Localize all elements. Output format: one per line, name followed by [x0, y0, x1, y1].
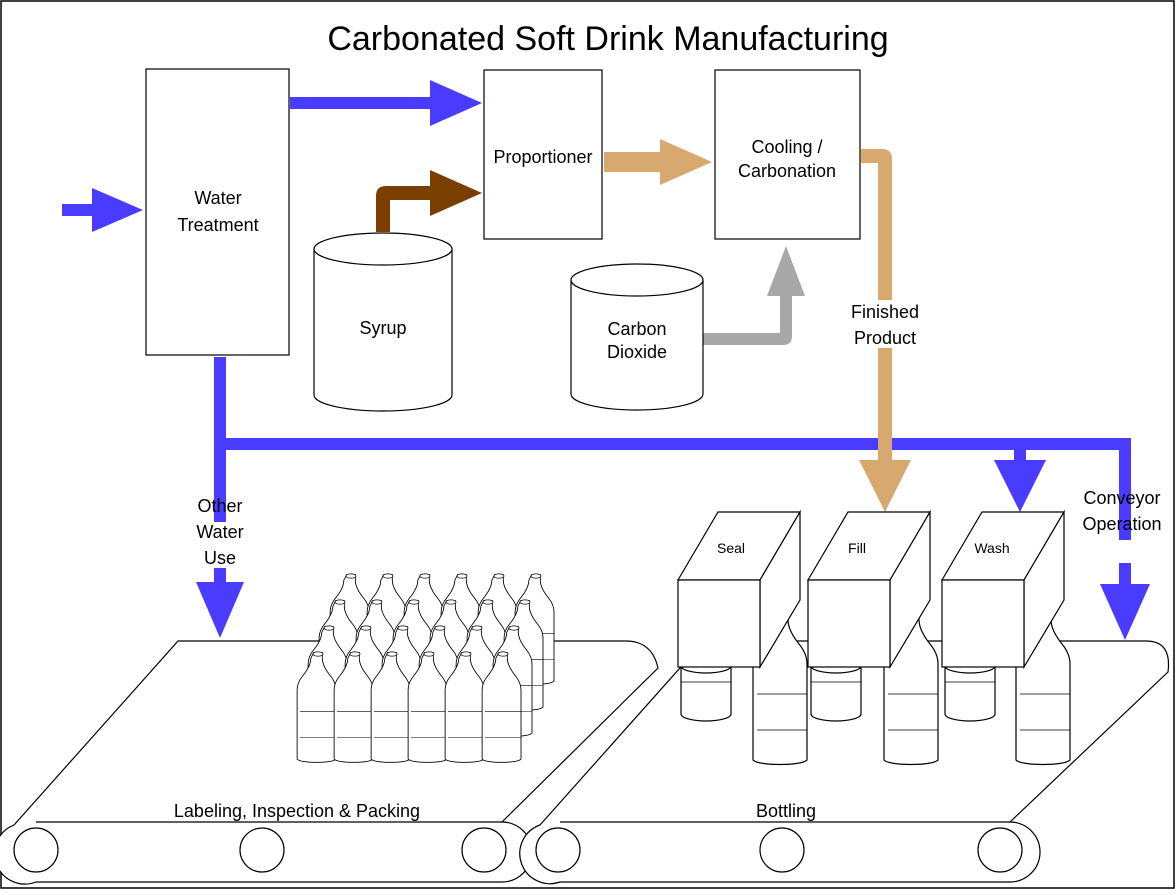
other-water-label-line1: Other: [197, 496, 242, 516]
seal-label: Seal: [717, 540, 745, 556]
fill-label: Fill: [848, 540, 866, 556]
finished-product-pipe-upper: [861, 149, 892, 300]
water-treatment-label-line1: Water: [194, 188, 241, 208]
labeling-conveyor-label: Labeling, Inspection & Packing: [174, 801, 420, 821]
bottle-crate: [296, 573, 555, 763]
water-flows: [62, 80, 1150, 640]
proportioner-box: Proportioner: [483, 69, 603, 240]
seal-machine: Seal: [676, 509, 802, 670]
co2-label-line2: Dioxide: [607, 342, 667, 362]
co2-tank: Carbon Dioxide: [570, 263, 704, 411]
wash-label: Wash: [974, 540, 1009, 556]
other-water-label-line3: Use: [204, 548, 236, 568]
other-water-label-line2: Water: [196, 522, 243, 542]
labeling-conveyor: Labeling, Inspection & Packing: [0, 573, 659, 885]
bottling-conveyor-label: Bottling: [756, 801, 816, 821]
co2-flow-arrow: [703, 246, 805, 345]
co2-label-line1: Carbon: [607, 319, 666, 339]
finished-product-label-line1: Finished: [851, 302, 919, 322]
roller: [461, 827, 507, 873]
water-to-wash-arrow: [994, 450, 1046, 512]
diagram-title: Carbonated Soft Drink Manufacturing: [327, 20, 888, 58]
other-water-use-arrow: [196, 568, 244, 638]
syrup-tank: Syrup: [313, 232, 453, 412]
fill-machine: Fill: [806, 509, 932, 670]
roller: [13, 827, 59, 873]
roller: [977, 827, 1023, 873]
roller: [239, 827, 285, 873]
wash-machine: Wash: [940, 509, 1066, 670]
roller: [759, 827, 805, 873]
bottling-conveyor: Seal Fill Wash Bottling: [519, 509, 1170, 885]
conveyor-operation-label-line1: Conveyor: [1083, 488, 1160, 508]
proportioner-label: Proportioner: [493, 147, 592, 167]
water-treatment-box: Water Treatment: [145, 68, 290, 356]
product-to-cooling-arrow: [604, 139, 712, 185]
roller: [535, 827, 581, 873]
water-treatment-label-line2: Treatment: [177, 215, 258, 235]
finished-product-arrow: [859, 348, 911, 512]
conveyor-operation-label-line2: Operation: [1082, 514, 1161, 534]
finished-product-label-line2: Product: [854, 328, 916, 348]
water-distribution-pipe: [214, 357, 1131, 540]
water-to-proportioner-arrow: [290, 80, 482, 126]
syrup-flow-arrow: [376, 170, 482, 232]
cooling-label-line2: Carbonation: [738, 161, 836, 181]
syrup-label: Syrup: [359, 318, 406, 338]
conveyor-water-arrow: [1100, 563, 1150, 640]
cooling-label-line1: Cooling /: [751, 137, 822, 157]
cooling-carbonation-box: Cooling / Carbonation: [714, 69, 861, 240]
water-inlet-arrow: [62, 188, 143, 232]
